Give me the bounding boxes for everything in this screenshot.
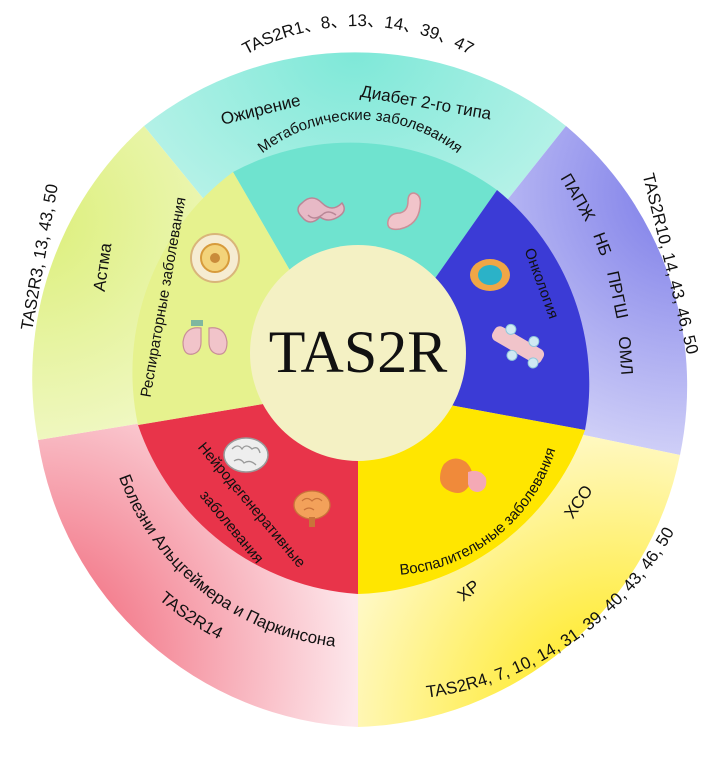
lungs-icon [182,320,228,355]
cancer-cells-icon [491,323,545,369]
metabolic-receptors: TAS2R1、8、13、14、39、47 [239,11,477,58]
tumor-cell-icon [470,259,510,291]
brain-neuron-icon [293,490,331,527]
intestine-icon [297,197,345,223]
center-label: TAS2R [269,319,448,385]
sinus-icon [440,458,487,493]
airway-cross-section-icon [190,233,240,283]
center-circle [250,245,466,461]
brain-icon [223,437,269,473]
stomach-icon [387,192,422,231]
oncology-disease-oml: ОМЛ [615,336,637,376]
